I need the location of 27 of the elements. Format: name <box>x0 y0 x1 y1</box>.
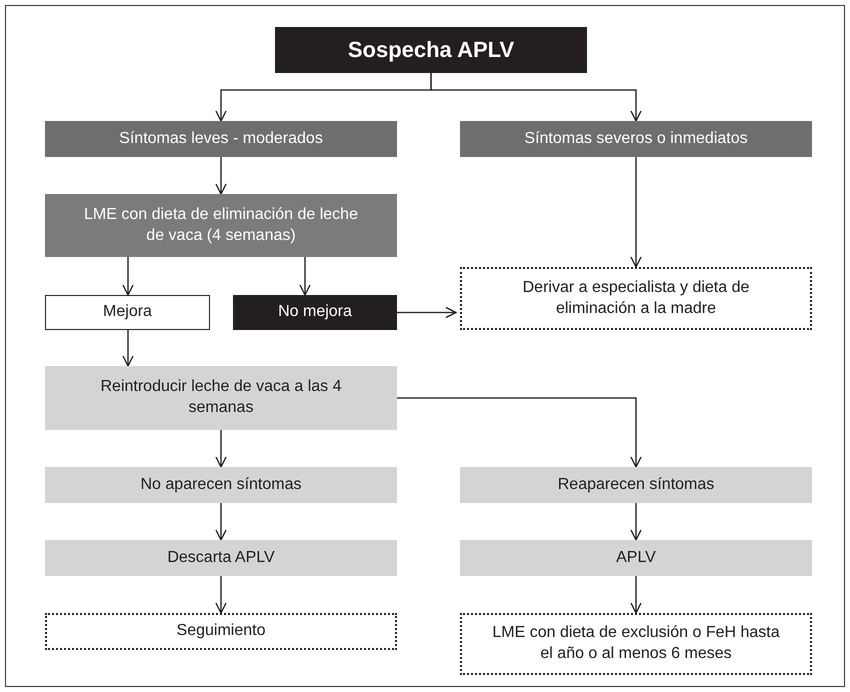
arrow <box>215 157 227 195</box>
process-box: APLV <box>460 540 812 576</box>
arrow <box>122 330 134 367</box>
process-box: Síntomas severos o inmediatos <box>460 121 812 157</box>
outcome-box: Mejora <box>45 295 210 330</box>
process-box: LME con dieta de eliminación de leche de vaca (4 semanas) <box>45 194 397 257</box>
result-box: LME con dieta de exclusión o FeH hasta el año o al menos 6 meses <box>460 613 812 675</box>
arrow <box>630 576 642 614</box>
process-box: Descarta APLV <box>45 540 397 576</box>
title-box: Sospecha APLV <box>275 27 587 73</box>
outcome-box: No mejora <box>233 295 397 330</box>
result-box: Derivar a especialista y dieta de eliminación a la madre <box>460 267 812 330</box>
arrow <box>430 73 642 122</box>
arrow <box>122 257 134 296</box>
process-box: No aparecen síntomas <box>45 467 397 503</box>
arrow <box>215 430 227 468</box>
process-box: Síntomas leves - moderados <box>45 121 397 157</box>
process-box: Reaparecen síntomas <box>460 467 812 503</box>
arrow <box>299 257 311 296</box>
arrow <box>630 157 642 268</box>
arrow <box>215 503 227 541</box>
process-box: Reintroducir leche de vaca a las 4 semanas <box>45 366 397 430</box>
result-box: Seguimiento <box>45 613 397 650</box>
arrow <box>397 306 457 318</box>
arrow <box>397 397 642 468</box>
arrow <box>215 576 227 614</box>
arrow <box>630 503 642 541</box>
